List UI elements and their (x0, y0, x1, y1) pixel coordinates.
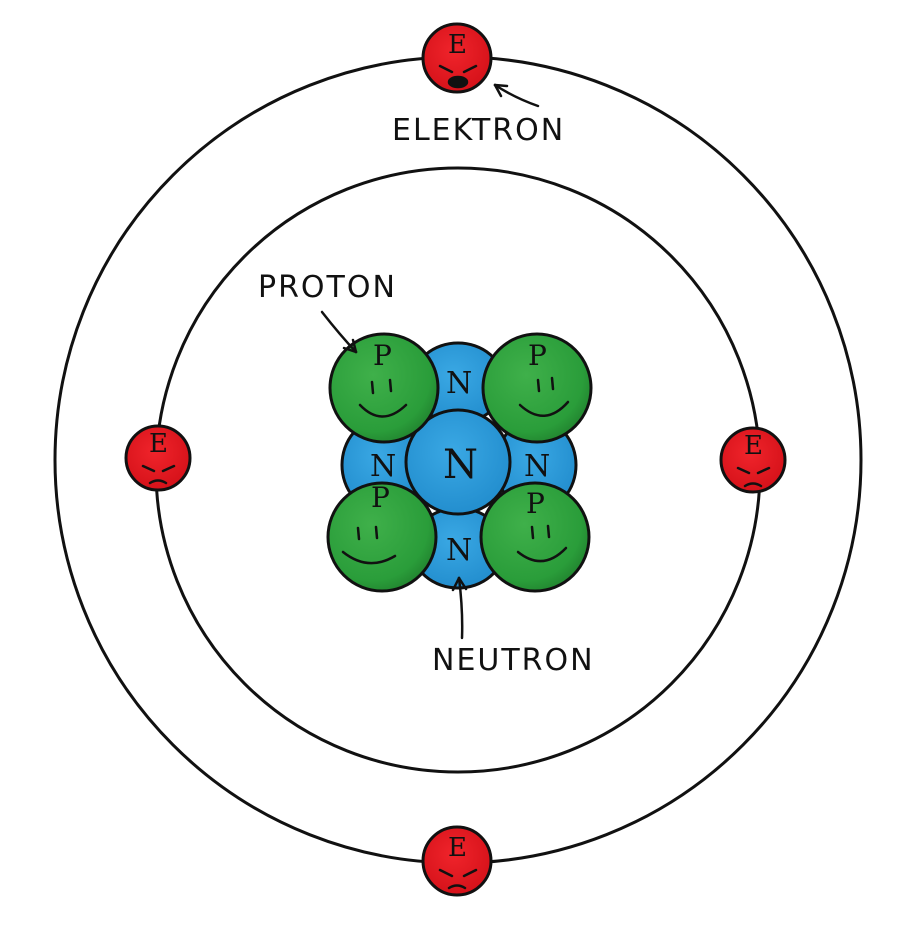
neutron-letter: N (524, 449, 550, 484)
smiley-face-icon (516, 524, 568, 563)
smiley-face-icon (341, 525, 397, 565)
neutron-label: NEUTRON (432, 643, 595, 678)
neutron-letter: N (446, 366, 472, 401)
electron-top: E (421, 22, 493, 94)
neutron-letter: N (370, 449, 396, 484)
proton-bottom-left: P (326, 481, 438, 593)
neutron-arrow (451, 576, 468, 640)
smiley-face-icon (518, 376, 570, 417)
proton-bottom-right: P (479, 481, 591, 593)
electron-letter: E (448, 833, 467, 863)
electron-letter: E (448, 30, 467, 60)
neutron-letter: N (443, 442, 478, 488)
neutron-center: N (404, 408, 512, 516)
electron-right: E (719, 426, 787, 494)
angry-face-icon (736, 466, 771, 488)
proton-label: PROTON (258, 270, 397, 305)
electron-bottom: E (421, 825, 493, 897)
angry-face-icon (141, 464, 176, 485)
angry-face-icon (438, 868, 478, 890)
elektron-arrow (493, 83, 540, 108)
proton-letter: P (371, 481, 390, 514)
proton-letter: P (526, 487, 545, 520)
proton-letter: P (528, 339, 547, 372)
proton-top-left: P (328, 332, 440, 444)
nucleus: N N N N N P P (326, 332, 593, 593)
electron-letter: E (744, 431, 763, 461)
electron-letter: E (149, 429, 168, 459)
proton-arrow (320, 310, 358, 354)
proton-top-right: P (481, 332, 593, 444)
neutron-letter: N (446, 533, 472, 568)
angry-face-icon (438, 64, 478, 89)
smiley-face-icon (358, 378, 408, 418)
electron-left: E (124, 424, 192, 492)
elektron-label: ELEKTRON (392, 113, 565, 148)
proton-letter: P (373, 339, 392, 372)
